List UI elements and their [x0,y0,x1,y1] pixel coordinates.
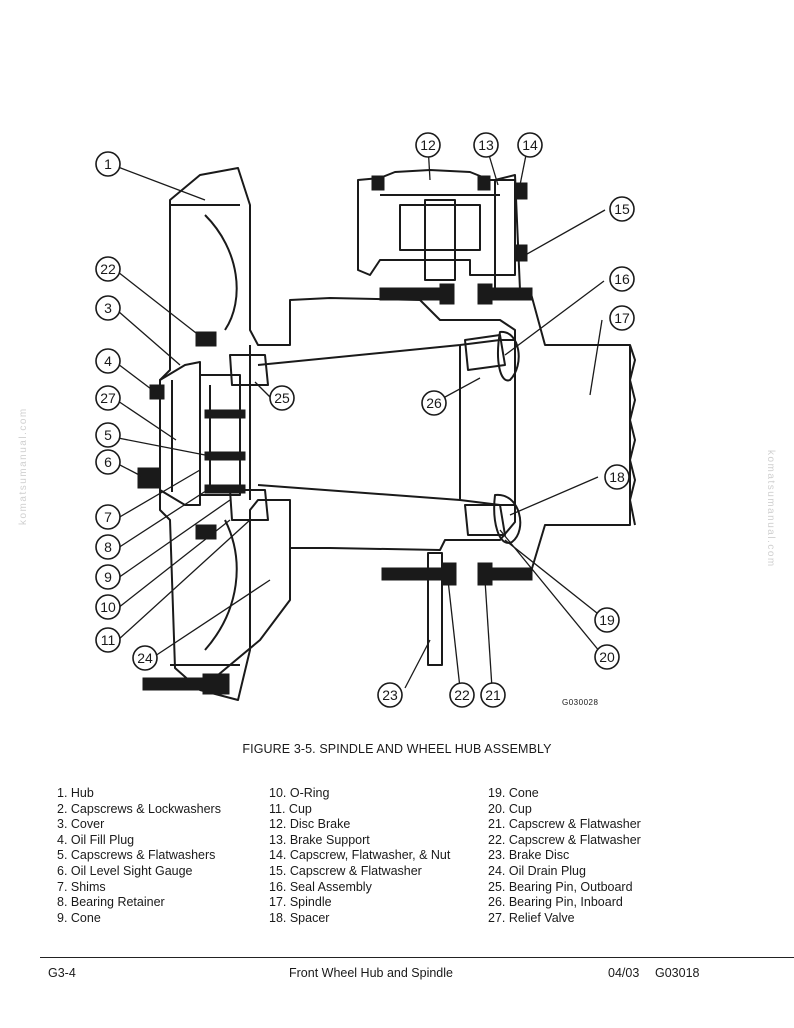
legend-column-3: 19. Cone 20. Cup 21. Capscrew & Flatwash… [488,786,641,926]
callout-10: 10 [100,599,116,615]
watermark-left: komatsumanual.com [18,407,29,525]
callout-1: 1 [104,156,112,172]
callout-21: 21 [485,687,501,703]
legend-column-2: 10. O-Ring 11. Cup 12. Disc Brake 13. Br… [269,786,450,926]
callout-14: 14 [522,137,538,153]
legend-item: 11. Cup [269,801,312,816]
callout-19: 19 [599,612,615,628]
callout-6: 6 [104,454,112,470]
callout-18: 18 [609,469,625,485]
callout-26: 26 [426,395,442,411]
legend-item: 1. Hub [57,786,94,800]
legend-item: 15. Capscrew & Flatwasher [269,863,422,878]
hub-outline [159,167,516,701]
legend-item: 21. Capscrew & Flatwasher [488,817,641,832]
legend-item: 24. Oil Drain Plug [488,863,586,878]
watermark-right: komatsumanual.com [765,450,776,568]
legend-item: 2. Capscrews & Lockwashers [57,801,221,816]
legend-item: 10. O-Ring [269,786,330,800]
callout-25: 25 [274,390,290,406]
callout-9: 9 [104,569,112,585]
legend-item: 18. Spacer [269,910,330,925]
footer-code: G03018 [655,966,700,980]
callout-3: 3 [104,300,112,316]
callout-27: 27 [100,390,116,406]
callout-15: 15 [614,201,630,217]
callout-8: 8 [104,539,112,555]
legend-item: 13. Brake Support [269,832,370,847]
callout-5: 5 [104,427,112,443]
legend-item: 8. Bearing Retainer [57,895,165,910]
legend-item: 12. Disc Brake [269,817,351,832]
callout-2: 22 [100,261,116,277]
legend-item: 27. Relief Valve [488,910,575,925]
callout-4: 4 [104,353,112,369]
callout-13: 13 [478,137,494,153]
callout-20: 20 [599,649,615,665]
callout-16: 16 [614,271,630,287]
legend-item: 3. Cover [57,817,105,832]
legend-item: 16. Seal Assembly [269,879,372,894]
legend-item: 5. Capscrews & Flatwashers [57,848,216,863]
legend-item: 26. Bearing Pin, Inboard [488,895,623,910]
footer-title: Front Wheel Hub and Spindle [289,966,453,980]
callout-23: 23 [382,687,398,703]
callout-24: 24 [137,650,153,666]
legend-item: 4. Oil Fill Plug [57,832,135,847]
footer-divider [40,957,794,958]
legend-item: 23. Brake Disc [488,848,570,863]
callout-17: 17 [614,310,630,326]
legend-item: 20. Cup [488,801,532,816]
drawing-code: G030028 [562,698,598,707]
spindle-outline [257,339,515,366]
callout-12: 12 [420,137,436,153]
callout-11: 11 [101,632,116,648]
legend-item: 19. Cone [488,786,539,800]
legend-column-1: 1. Hub 2. Capscrews & Lockwashers 3. Cov… [57,786,221,926]
cover-outline [159,361,201,506]
legend-item: 9. Cone [57,910,101,925]
legend-item: 22. Capscrew & Flatwasher [488,832,641,847]
footer-page-number: G3-4 [48,966,76,980]
legend-item: 7. Shims [57,879,106,894]
legend-item: 14. Capscrew, Flatwasher, & Nut [269,848,451,863]
callout-22: 22 [454,687,470,703]
legend-item: 17. Spindle [269,895,332,910]
legend-item: 6. Oil Level Sight Gauge [57,863,193,878]
disc-brake-outline [357,169,516,276]
figure-caption: FIGURE 3-5. SPINDLE AND WHEEL HUB ASSEMB… [242,742,552,756]
legend-item: 25. Bearing Pin, Outboard [488,879,633,894]
spindle-hub-diagram: 1 22 3 4 27 5 6 7 8 9 10 11 24 23 22 21 … [95,132,636,708]
brake-disc-outline [427,552,443,666]
footer-date: 04/03 [608,966,640,980]
callout-7: 7 [104,509,112,525]
